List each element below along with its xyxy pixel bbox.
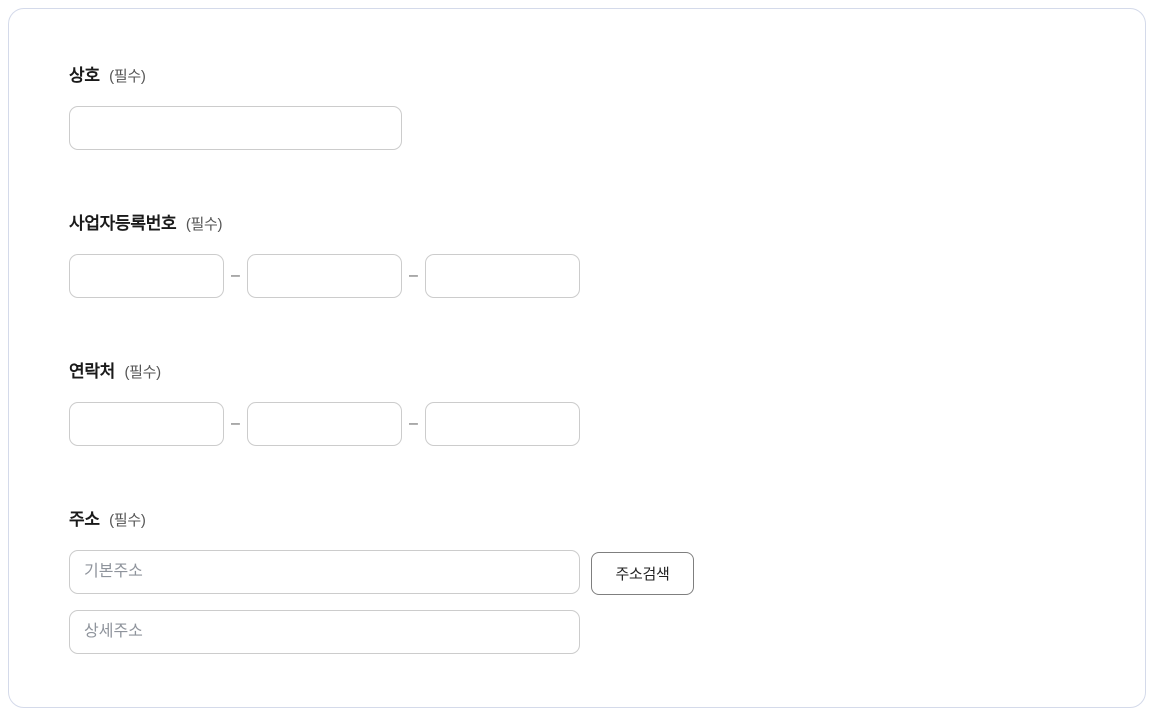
contact-required-badge: (필수) [124,364,161,381]
address-search-button[interactable]: 주소검색 [591,552,694,595]
contact-label: 연락처 [69,362,116,381]
contact-input-2[interactable] [247,402,402,446]
business-reg-number-label-row: 사업자등록번호 (필수) [69,213,1145,234]
dash-separator: – [231,267,240,284]
business-name-input[interactable] [69,106,402,150]
business-reg-number-required-badge: (필수) [185,216,223,233]
base-address-row: 주소검색 [69,550,1145,595]
address-label-row: 주소 (필수) [69,509,1145,530]
contact-input-row: – – [69,402,580,446]
address-required-badge: (필수) [109,512,146,529]
dash-separator: – [409,267,418,284]
dash-separator: – [409,415,418,432]
contact-label-row: 연락처 (필수) [69,361,1145,382]
business-reg-number-label: 사업자등록번호 [69,214,177,233]
field-business-name: 상호 (필수) [69,65,1145,150]
business-name-label-row: 상호 (필수) [69,65,1145,86]
business-reg-number-input-3[interactable] [425,254,580,298]
field-business-reg-number: 사업자등록번호 (필수) – – [69,213,1145,298]
business-name-required-badge: (필수) [109,68,146,85]
business-name-label: 상호 [69,66,100,85]
contact-input-1[interactable] [69,402,224,446]
contact-input-3[interactable] [425,402,580,446]
business-reg-number-input-1[interactable] [69,254,224,298]
business-info-form-card: 상호 (필수) 사업자등록번호 (필수) – – 연락처 (필수) – – [8,8,1146,708]
address-label: 주소 [69,510,100,529]
base-address-input[interactable] [69,550,580,594]
business-reg-number-input-row: – – [69,254,580,298]
detail-address-input[interactable] [69,610,580,654]
business-reg-number-input-2[interactable] [247,254,402,298]
dash-separator: – [231,415,240,432]
field-contact: 연락처 (필수) – – [69,361,1145,446]
field-address: 주소 (필수) 주소검색 [69,509,1145,654]
